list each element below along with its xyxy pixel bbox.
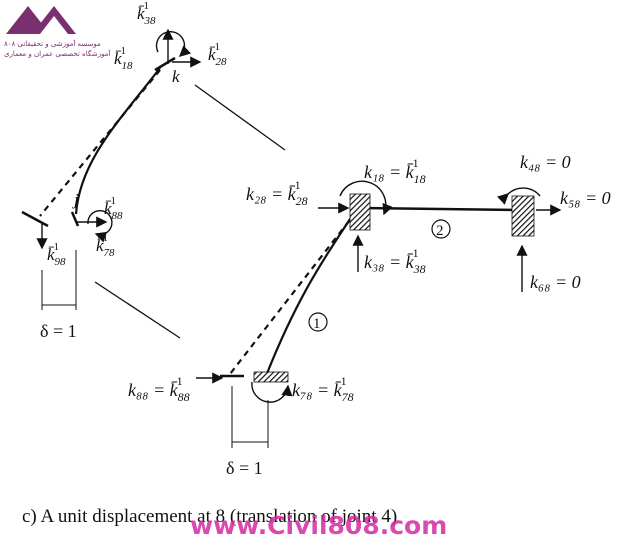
label-k98-j: k̄981 (47, 241, 66, 268)
leader-line-top (194, 84, 286, 151)
label-k78-j: k̄781 (96, 232, 115, 259)
detail-column-original-dashed (39, 69, 161, 217)
label-k28: k₂₈ = k̄281 (246, 178, 308, 208)
k78-j-moment-arrow (87, 209, 113, 243)
label-k48: k₄₈ = 0 (520, 152, 571, 172)
logo-line-2: آموزشگاه تخصصی عمران و معماری (4, 49, 111, 58)
label-delta-bottom: δ = 1 (226, 458, 263, 478)
label-k88: k₈₈ = k̄881 (128, 374, 190, 404)
joint-left-fixity (349, 193, 371, 231)
detail-joint-j: j k̄881 k̄981 k̄781 (21, 190, 123, 268)
k18-moment-arrow (339, 180, 393, 216)
joint-k-bar (154, 56, 176, 72)
delta-dimension-left: δ = 1 (40, 250, 77, 341)
label-k18: k₁₈ = k̄181 (364, 156, 426, 186)
member-2-marker (431, 219, 451, 239)
joint-j-bar-right (70, 211, 80, 227)
label-k78: k₇₈ = k̄781 (292, 374, 354, 404)
logo-line-1: موسسه آموزشی و تحقیقاتی ۸۰۸ (4, 39, 101, 48)
leader-line-bottom (94, 281, 181, 339)
delta-dimension-bottom: δ = 1 (226, 386, 269, 478)
member-2-number: 2 (436, 223, 444, 239)
k78-moment-arrow (251, 381, 293, 403)
label-k38-top: k̄381 (137, 0, 156, 27)
label-k58: k₅₈ = 0 (560, 188, 611, 208)
label-delta-left: δ = 1 (40, 321, 77, 341)
logo-mark-cut (40, 16, 68, 34)
label-k88-j: k̄881 (104, 195, 123, 222)
joint-j-bar-left (21, 210, 49, 228)
label-k18-top: k̄181 (114, 45, 133, 72)
member-1-deflected (264, 209, 357, 377)
joint-right-fixity (511, 195, 535, 237)
label-k: k (172, 67, 180, 86)
k18-top-moment-arrow (155, 31, 191, 57)
k48-moment-arrow (497, 187, 541, 205)
label-k38: k₃₈ = k̄381 (364, 246, 426, 276)
main-frame: 1 2 k₁₈ = k̄181 k₂₈ = k̄281 k₃₈ = k̄381 … (128, 152, 611, 404)
label-j: j (72, 190, 79, 209)
label-k68: k₆₈ = 0 (530, 272, 581, 292)
detail-column-deflected (74, 67, 161, 215)
member-1-number: 1 (313, 316, 321, 332)
label-k28-top: k̄281 (208, 41, 227, 68)
watermark: www.Civil808.com (190, 511, 447, 540)
detail-joint-k: k k̄381 k̄181 k̄281 (114, 0, 227, 86)
base-fixity (253, 371, 289, 383)
logo: موسسه آموزشی و تحقیقاتی ۸۰۸ آموزشگاه تخص… (4, 6, 111, 58)
member-1-original-dashed (229, 211, 357, 375)
figure-caption: c) A unit displacement at 8 (translation… (22, 506, 397, 527)
member-1-marker (308, 312, 328, 332)
